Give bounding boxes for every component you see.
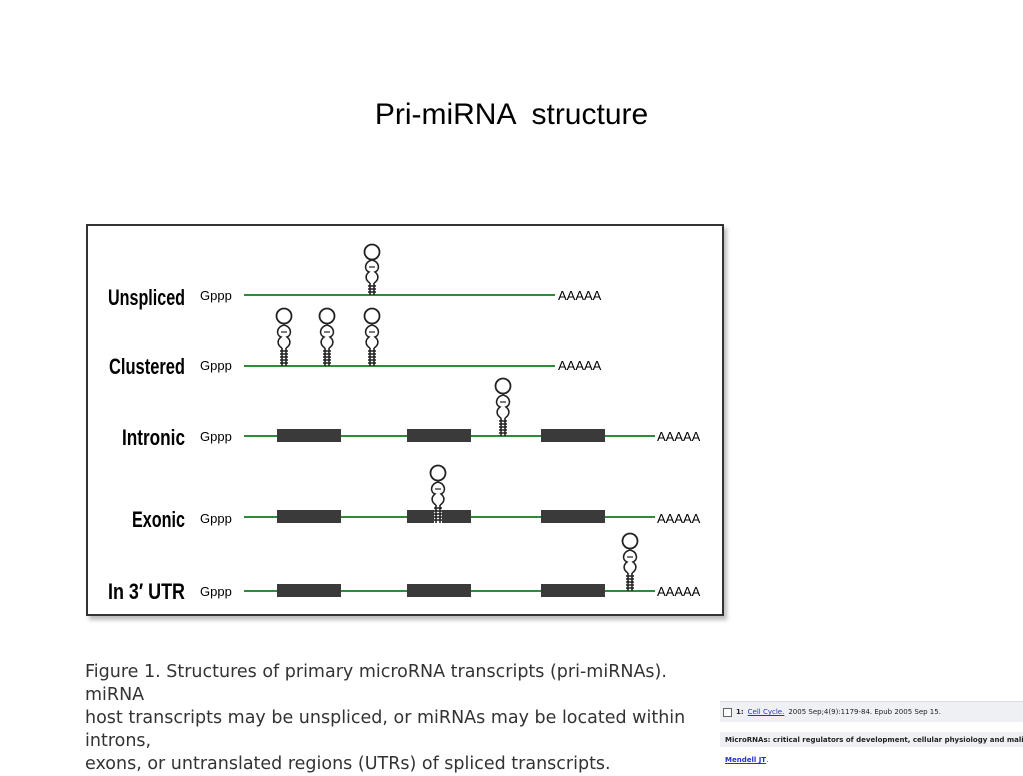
citation-checkbox[interactable] [723, 707, 732, 717]
citation-header: 1: Cell Cycle. 2005 Sep;4(9):1179-84. Ep… [720, 701, 1023, 722]
exon-block [277, 584, 341, 597]
row-label-clustered: Clustered [109, 354, 185, 379]
polya-tail-clustered: AAAAA [558, 358, 602, 373]
hairpin-icon [363, 243, 381, 296]
hairpin-icon [275, 307, 293, 367]
caption-line: host transcripts may be unspliced, or mi… [85, 708, 686, 751]
hairpin-icon [494, 377, 512, 437]
cap-clustered: Gppp [200, 358, 232, 373]
author-suffix: . [766, 756, 769, 764]
exon-block [277, 510, 341, 523]
citation-authors: Mendell JT. [725, 756, 768, 764]
exon-block [407, 584, 471, 597]
hairpin-icon [363, 307, 381, 367]
cap-intronic: Gppp [200, 429, 232, 444]
cap-exonic: Gppp [200, 511, 232, 526]
polya-tail-unspliced: AAAAA [558, 288, 602, 303]
polya-tail-intronic: AAAAA [657, 429, 701, 444]
exon-block [541, 510, 605, 523]
exon-block [541, 429, 605, 442]
cap-unspliced: Gppp [200, 288, 232, 303]
author-link[interactable]: Mendell JT [725, 756, 767, 764]
caption-line: Figure 1. Structures of primary microRNA… [85, 662, 667, 705]
exon-block [407, 429, 471, 442]
figure-caption: Figure 1. Structures of primary microRNA… [85, 661, 725, 776]
slide-title: Pri-miRNA structure [374, 98, 649, 131]
row-label-exonic: Exonic [132, 507, 185, 532]
citation-details: 2005 Sep;4(9):1179-84. Epub 2005 Sep 15. [788, 708, 941, 716]
cap-3utr: Gppp [200, 584, 232, 599]
polya-tail-3utr: AAAAA [657, 584, 701, 599]
hairpin-icon [621, 532, 639, 592]
polya-tail-exonic: AAAAA [657, 511, 701, 526]
row-label-intronic: Intronic [122, 425, 185, 450]
row-label-3utr: In 3′ UTR [108, 579, 185, 604]
figure-panel: Unspliced Gppp AAAAA Clustered Gppp AAAA… [86, 224, 724, 616]
hairpin-icon [318, 307, 336, 367]
pubmed-citation: 1: Cell Cycle. 2005 Sep;4(9):1179-84. Ep… [720, 701, 1023, 767]
journal-link[interactable]: Cell Cycle. [747, 708, 785, 716]
caption-line: exons, or untranslated regions (UTRs) of… [85, 754, 611, 774]
citation-title: MicroRNAs: critical regulators of develo… [720, 732, 1023, 747]
row-label-unspliced: Unspliced [108, 285, 185, 310]
pri-mirna-diagram: Unspliced Gppp AAAAA Clustered Gppp AAAA… [108, 243, 701, 604]
exon-block [541, 584, 605, 597]
exon-block [277, 429, 341, 442]
citation-number: 1: [736, 708, 744, 716]
